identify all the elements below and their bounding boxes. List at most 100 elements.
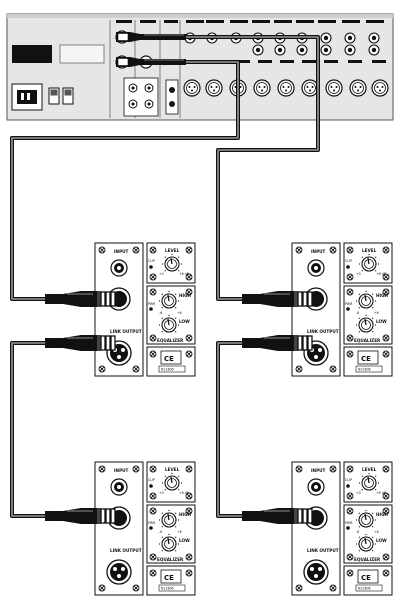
low-eq-knob[interactable] (158, 533, 180, 552)
level-knob[interactable] (358, 472, 380, 491)
power-switch-2[interactable] (62, 87, 74, 105)
power-led (149, 307, 153, 311)
clip-led (346, 484, 350, 488)
rack-display (12, 45, 52, 63)
level-label: LEVEL (362, 248, 377, 253)
level-label: LEVEL (165, 248, 180, 253)
level-min-label: +0 (159, 272, 164, 276)
plug-top-left-link (44, 334, 116, 352)
eq-max-label: +6 (374, 530, 379, 534)
input-jack[interactable] (110, 259, 128, 277)
clip-label: CLIP (345, 478, 352, 482)
plug-top-left-input (44, 290, 116, 308)
input-label: INPUT (114, 468, 129, 473)
plug-bottom-left-input (44, 507, 116, 525)
high-label: HIGH (179, 512, 191, 517)
level-max-label: +6 dB (376, 272, 386, 276)
xlr-link-output[interactable] (106, 559, 132, 585)
rca-jacks (123, 77, 179, 117)
level-max-label: +6 dB (179, 272, 189, 276)
eq-max-label: +6 (177, 311, 182, 315)
input-label: INPUT (114, 249, 129, 254)
power-led (149, 526, 153, 530)
speaker-panels: INPUT LINK OUTPUT LEVEL +0 +6 dB CLIP HIGH LOW -… (94, 242, 393, 596)
rack-xlr-outputs (183, 79, 389, 97)
input-jack[interactable] (110, 478, 128, 496)
level-knob[interactable] (358, 253, 380, 272)
power-switch[interactable] (48, 87, 60, 105)
power-led (346, 307, 350, 311)
low-label: LOW (179, 319, 190, 324)
cert-code: N11806 (358, 368, 371, 372)
level-knob[interactable] (161, 253, 183, 272)
low-label: LOW (179, 538, 190, 543)
clip-led (149, 484, 153, 488)
eq-min-label: -6 (159, 311, 162, 315)
level-max-label: +6 dB (376, 491, 386, 495)
high-eq-knob[interactable] (355, 290, 377, 309)
ce-mark: CE (361, 574, 371, 582)
input-label: INPUT (311, 468, 326, 473)
power-label: PWR (345, 521, 353, 525)
level-min-label: +0 (356, 491, 361, 495)
speaker-panel-bottom-right: INPUT LINK OUTPUT LEVEL +0 +6 dB CLIP HIGH LOW -… (291, 461, 393, 596)
eq-min-label: -6 (356, 530, 359, 534)
low-eq-knob[interactable] (158, 314, 180, 333)
speaker-panel-top-left: INPUT LINK OUTPUT LEVEL +0 +6 dB CLIP HIGH LOW -… (94, 242, 196, 377)
high-label: HIGH (376, 512, 388, 517)
link-output-label: LINK OUTPUT (307, 329, 339, 334)
high-eq-knob[interactable] (355, 509, 377, 528)
equalizer-label: EQUALIZER (157, 338, 184, 343)
cert-code: N11806 (358, 587, 371, 591)
clip-led (346, 265, 350, 269)
low-eq-knob[interactable] (355, 533, 377, 552)
high-label: HIGH (376, 293, 388, 298)
plug-bottom-right-input (241, 507, 313, 525)
input-jack[interactable] (307, 478, 325, 496)
ce-mark: CE (164, 355, 174, 363)
level-min-label: +0 (356, 272, 361, 276)
level-min-label: +0 (159, 491, 164, 495)
clip-label: CLIP (148, 478, 155, 482)
level-knob[interactable] (161, 472, 183, 491)
high-label: HIGH (179, 293, 191, 298)
eq-min-label: -6 (159, 530, 162, 534)
rack-label-plate (59, 44, 105, 64)
rack-slot-tabs (116, 20, 384, 23)
low-label: LOW (376, 538, 387, 543)
amplifier-rack (6, 13, 394, 121)
level-label: LEVEL (165, 467, 180, 472)
xlr-link-output[interactable] (106, 340, 132, 366)
power-led (346, 526, 350, 530)
cables (10, 35, 320, 518)
power-label: PWR (148, 521, 156, 525)
clip-label: CLIP (148, 259, 155, 263)
equalizer-label: EQUALIZER (354, 557, 381, 562)
clip-label: CLIP (345, 259, 352, 263)
ce-mark: CE (164, 574, 174, 582)
input-jack[interactable] (307, 259, 325, 277)
high-eq-knob[interactable] (158, 509, 180, 528)
equalizer-label: EQUALIZER (354, 338, 381, 343)
equalizer-label: EQUALIZER (157, 557, 184, 562)
xlr-link-output[interactable] (303, 559, 329, 585)
ce-mark: CE (361, 355, 371, 363)
link-output-label: LINK OUTPUT (110, 548, 142, 553)
link-output-label: LINK OUTPUT (110, 329, 142, 334)
clip-led (149, 265, 153, 269)
plug-top-right-link (241, 334, 313, 352)
link-output-label: LINK OUTPUT (307, 548, 339, 553)
high-eq-knob[interactable] (158, 290, 180, 309)
eq-min-label: -6 (356, 311, 359, 315)
level-label: LEVEL (362, 467, 377, 472)
input-label: INPUT (311, 249, 326, 254)
eq-max-label: +6 (374, 311, 379, 315)
rack-plug-2 (116, 57, 186, 67)
low-eq-knob[interactable] (355, 314, 377, 333)
level-max-label: +6 dB (179, 491, 189, 495)
power-label: PWR (148, 302, 156, 306)
cable-top-right-to-bottom-right (216, 341, 242, 518)
cable-top-left-to-bottom-left (10, 341, 45, 518)
